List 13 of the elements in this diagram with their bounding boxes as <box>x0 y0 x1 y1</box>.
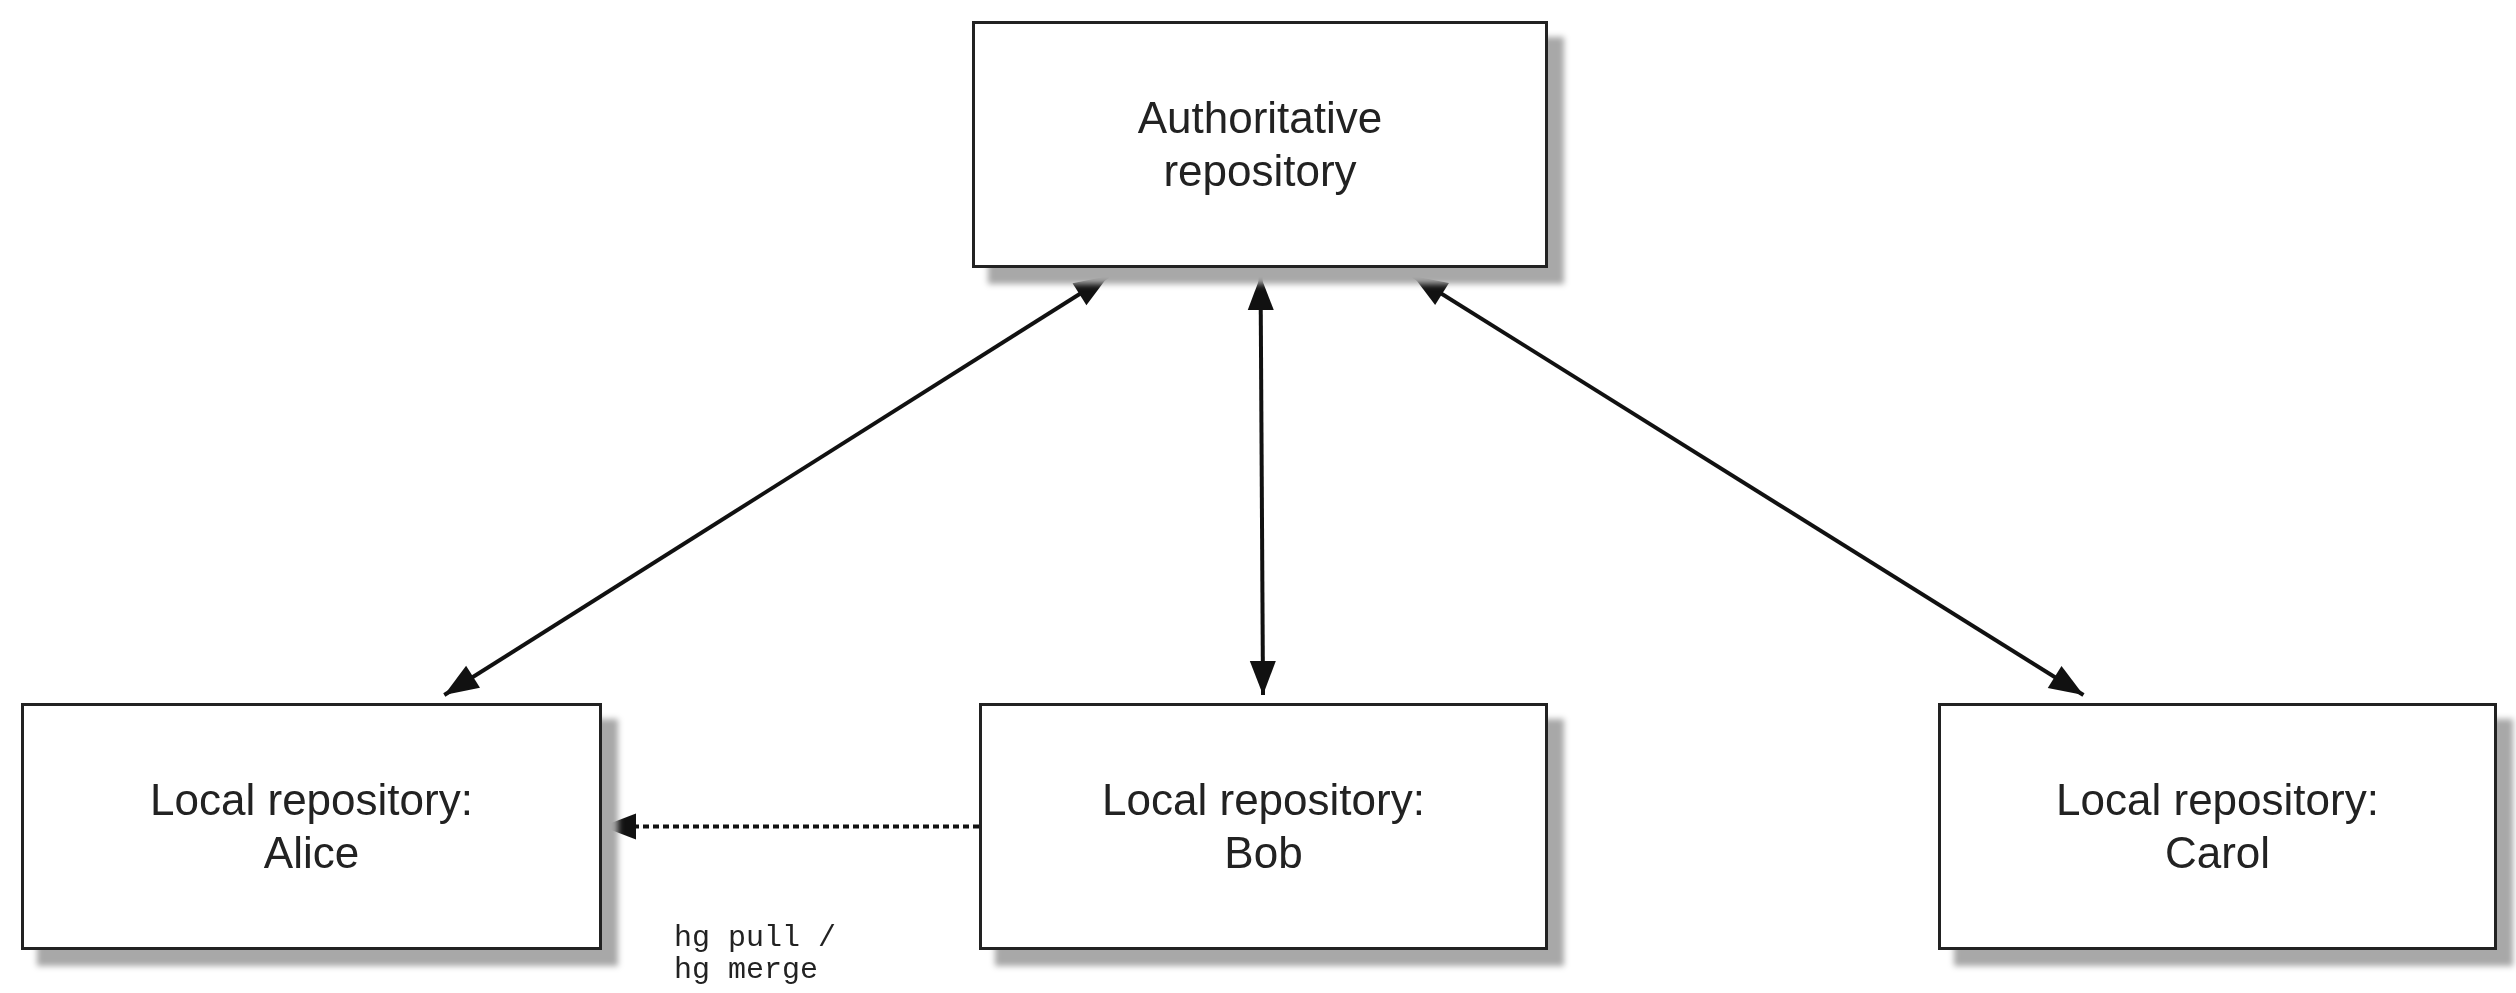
dashed-arrow <box>602 813 979 840</box>
box-label: Local repository: Carol <box>2055 773 2380 879</box>
double-arrow <box>1412 274 2085 697</box>
repository-box <box>1938 703 2497 950</box>
box-label: Local repository: Bob <box>1101 773 1426 879</box>
repository-box <box>979 703 1548 950</box>
box-label: Authoritative repository <box>1136 91 1384 197</box>
edge-label: hg pull / hg merge <box>674 922 838 986</box>
repository-box <box>21 703 602 950</box>
box-label: Local repository: Alice <box>149 773 474 879</box>
double-arrow <box>1247 276 1276 695</box>
repository-box <box>972 21 1548 268</box>
double-arrow <box>443 274 1110 697</box>
